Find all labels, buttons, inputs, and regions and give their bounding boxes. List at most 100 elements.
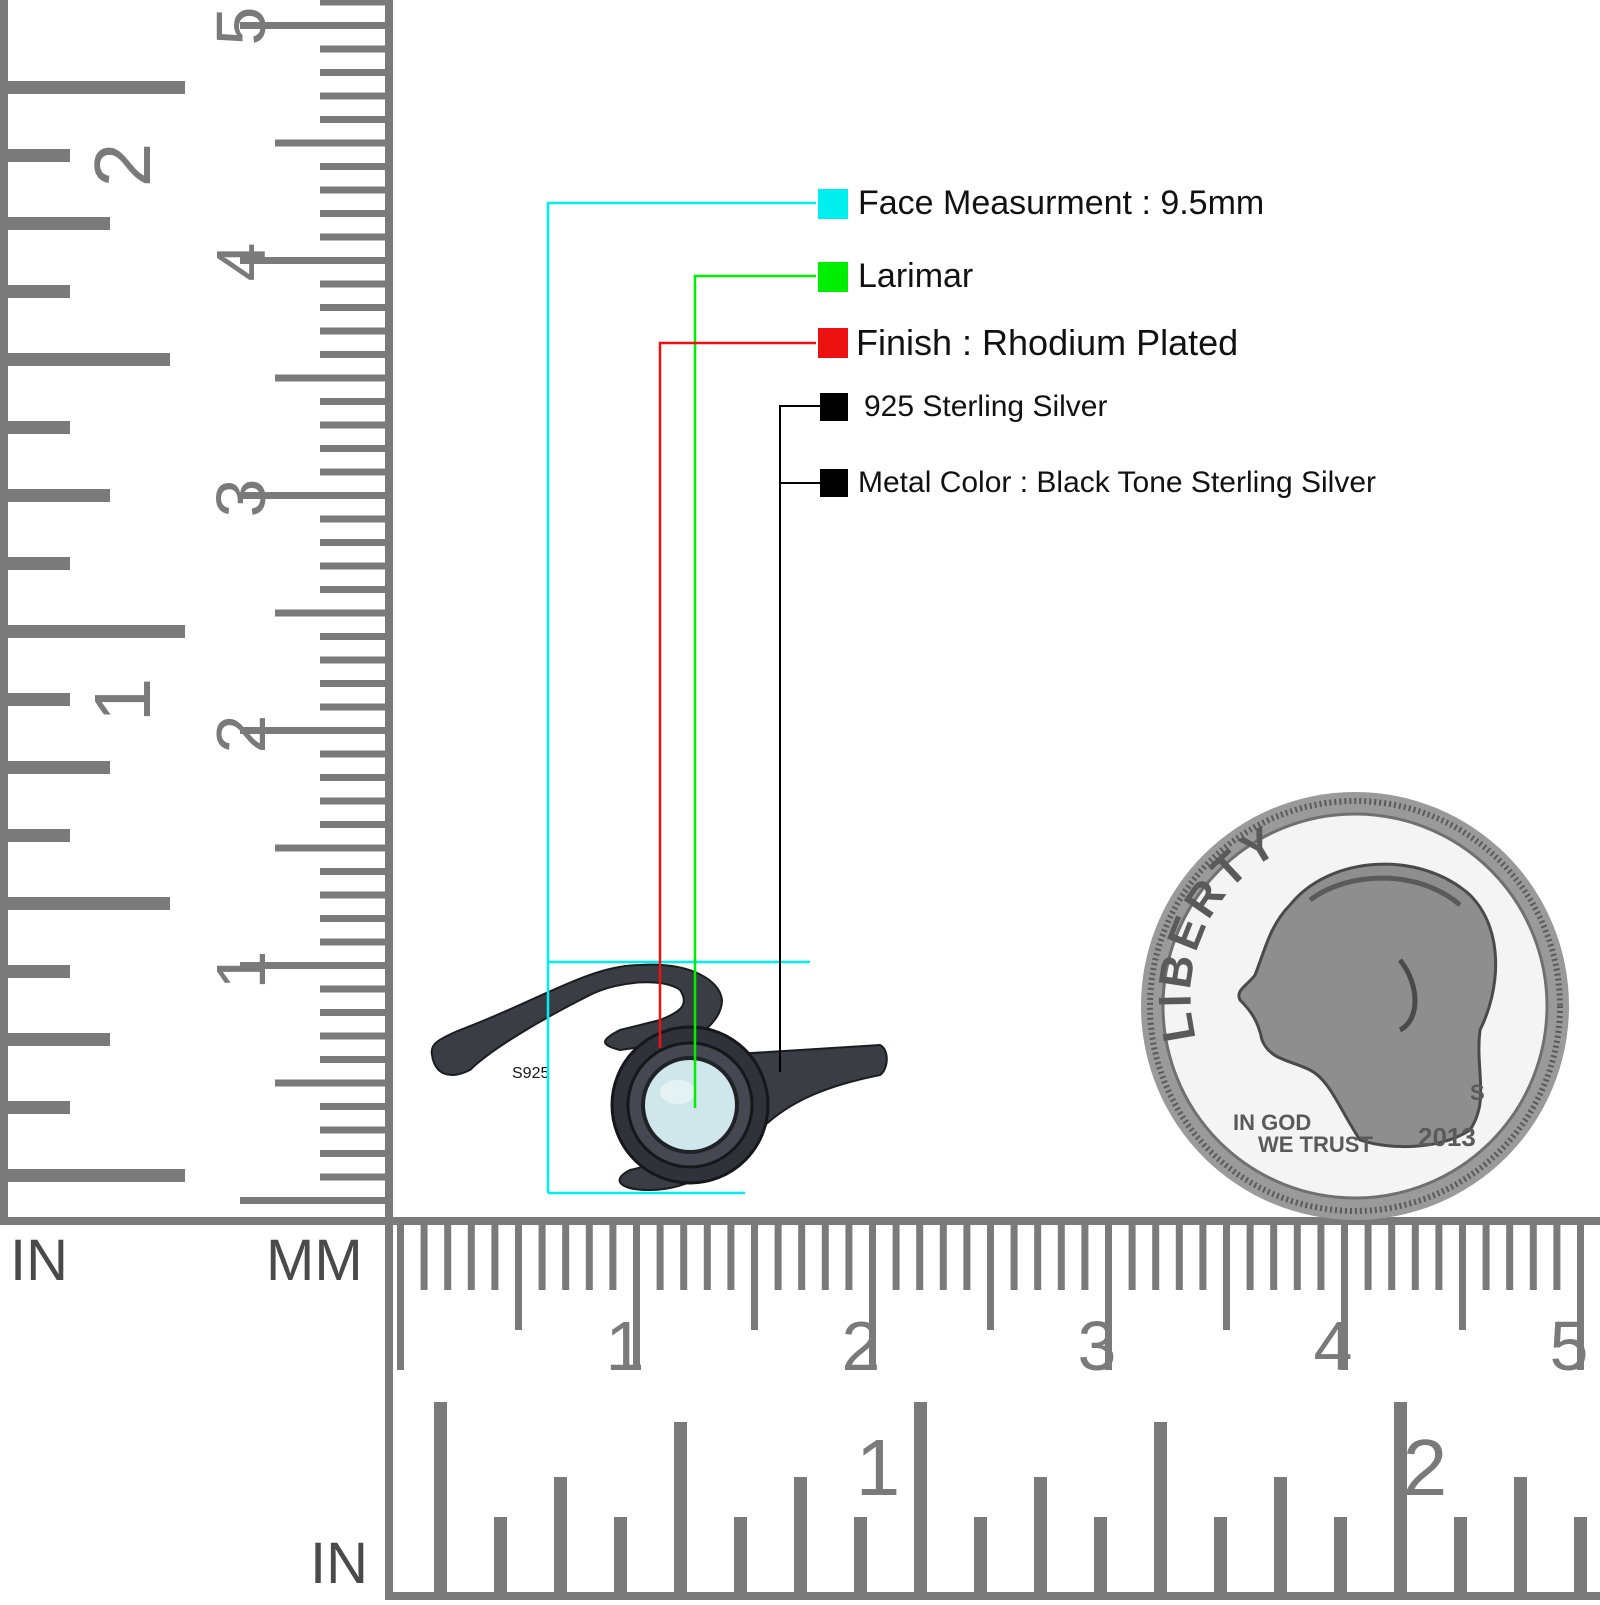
mm-tick [515,1225,522,1330]
mm-tick [1482,1225,1490,1290]
inch-tick [0,421,70,434]
mm-tick [320,304,385,311]
mm-tick [320,656,385,664]
mm-tick [320,398,385,405]
mm-tick [1529,1225,1537,1290]
mm-tick [320,233,385,241]
mm-tick [1553,1225,1561,1290]
mm-tick [987,1225,994,1330]
mm-tick [320,1032,385,1040]
mm-tick [1364,1225,1372,1290]
inch-tick [614,1517,627,1592]
inch-tick [1574,1517,1587,1592]
mm-tick [320,421,385,429]
sterling-silver-label: 925 Sterling Silver [864,390,1108,423]
mm-tick [320,985,385,993]
inch-tick [0,897,170,910]
vertical-ruler-left-edge [0,0,8,1225]
portrait-ear [1398,958,1418,1033]
mm-tick [821,1225,829,1290]
mm-tick [320,680,385,687]
mm-tick [467,1225,475,1290]
inch-tick [854,1517,867,1592]
inch-tick [914,1402,927,1592]
mm-tick [845,1225,853,1290]
inch-tick [0,489,110,502]
mm-tick [538,1225,546,1290]
inch-tick [974,1517,987,1592]
stone-highlight [660,1080,696,1104]
ring-image: S925 [430,963,888,1192]
unit-in-left: IN [10,1228,68,1293]
inch-number: 2 [78,143,167,188]
inch-tick [0,761,110,774]
inch-tick [434,1402,447,1592]
mm-tick [275,1079,385,1087]
larimar-leader [693,274,816,1108]
larimar-stone [641,1056,739,1154]
mm-tick [1577,1225,1584,1370]
finish-swatch [818,328,848,358]
inch-tick [0,965,70,978]
mm-tick [1199,1225,1207,1290]
vertical-ruler-right-edge [385,0,393,1225]
mm-tick [703,1225,711,1290]
mm-tick [727,1225,735,1290]
inch-tick [1034,1477,1047,1592]
inch-tick [1394,1402,1407,1592]
mm-tick [397,1225,404,1370]
coin-motto-line2: WE TRUST [1258,1132,1373,1157]
inch-tick [0,693,70,706]
inch-tick [0,81,185,94]
mm-number: 3 [202,479,280,518]
metal-color-swatch [820,469,848,497]
mm-tick [491,1225,499,1290]
coin-mint-mark: S [1470,1080,1485,1105]
inch-tick [0,217,110,230]
mm-tick [916,1225,924,1290]
mm-tick [320,703,385,711]
mm-tick [1459,1225,1466,1330]
larimar-swatch [818,262,848,292]
mm-tick [585,1225,593,1290]
inch-tick [0,557,70,570]
inch-tick [1274,1477,1287,1592]
silver-swatch [820,393,848,421]
mm-tick [680,1225,688,1290]
inch-tick [494,1517,507,1592]
mm-tick [275,374,385,382]
mm-tick [320,750,385,758]
mm-tick [320,868,385,875]
mm-tick [320,539,385,546]
horizontal-ruler-bottom-edge [385,1592,1600,1600]
face-measure-leader [546,201,816,1193]
mm-tick [320,891,385,899]
mm-tick [320,1056,385,1063]
ring-stamp: S925 [512,1065,549,1082]
mm-number: 1 [202,951,280,990]
horizontal-ruler-left-edge [385,1217,393,1600]
mm-tick [320,280,385,288]
inch-tick [0,625,185,638]
mm-tick [420,1225,428,1290]
mm-tick [320,938,385,946]
mm-tick [320,445,385,452]
mm-tick [320,1103,385,1110]
mm-tick [892,1225,900,1290]
mm-tick [1411,1225,1419,1290]
mm-tick [1223,1225,1230,1330]
mm-number: 4 [202,243,280,282]
mm-tick [1152,1225,1160,1290]
inch-tick [0,149,70,162]
mm-tick [1317,1225,1325,1290]
mm-tick [774,1225,782,1290]
ruler-baseline [0,1217,1600,1225]
vertical-inch-ticks: 12 [0,81,185,1182]
inch-tick [1154,1422,1167,1592]
mm-tick [656,1225,664,1290]
unit-mm: MM [266,1228,363,1293]
